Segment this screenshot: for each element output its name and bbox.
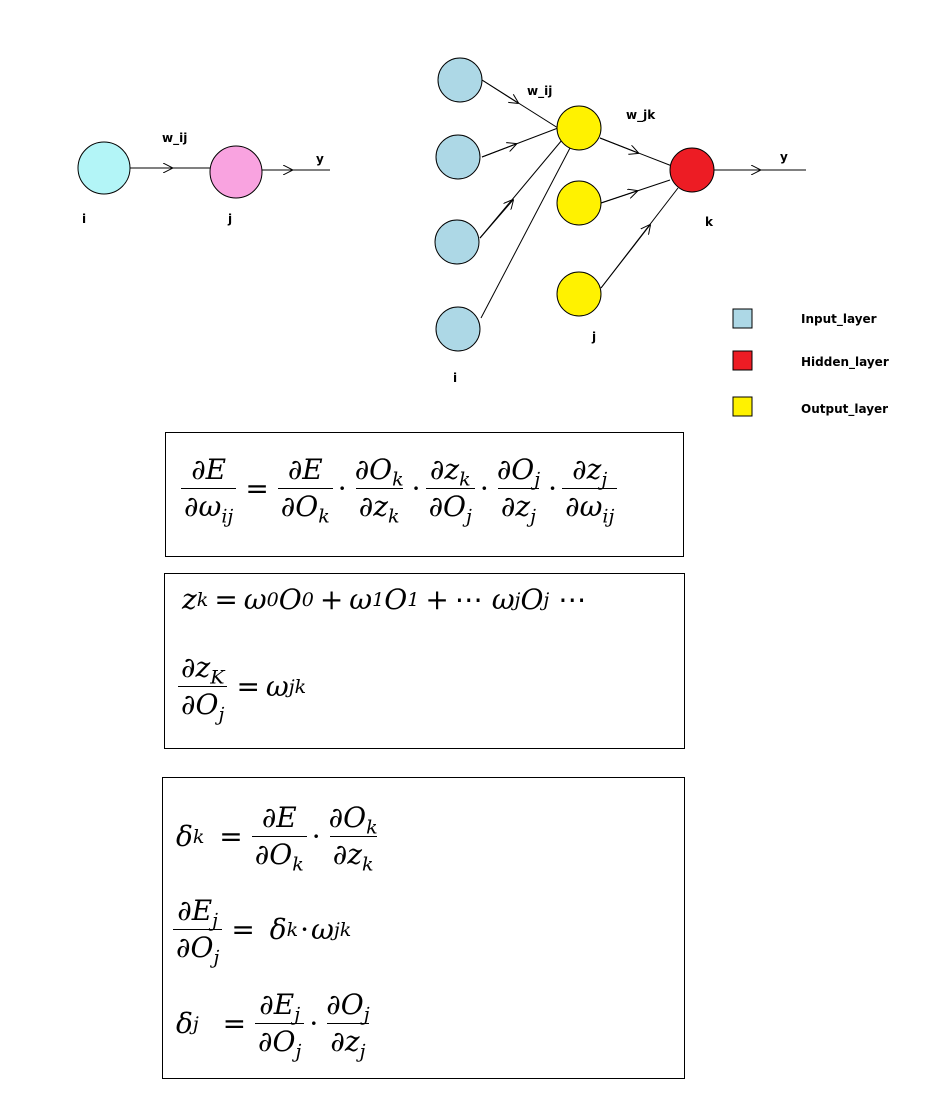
input-node-1 bbox=[437, 57, 483, 103]
fraction: ∂zj∂ωij bbox=[562, 452, 618, 526]
hidden-node-1 bbox=[556, 105, 602, 151]
chain-rule-box bbox=[165, 432, 684, 557]
simple-node-i bbox=[77, 141, 131, 195]
edge-h1-k-arrow bbox=[599, 137, 638, 153]
legend-label-output: Output_layer bbox=[801, 402, 888, 417]
simple-output-label: y bbox=[316, 152, 324, 166]
input-layer-label: i bbox=[453, 371, 457, 385]
fraction: ∂E∂Ok bbox=[251, 800, 307, 874]
weight-ij-label: w_ij bbox=[527, 84, 552, 99]
simple-node-j bbox=[209, 145, 263, 199]
weight-jk-label: w_jk bbox=[626, 108, 656, 123]
simple-network: w_ij y i j bbox=[77, 131, 330, 226]
legend-swatch-hidden bbox=[732, 350, 753, 371]
fraction: ∂Ok∂zk bbox=[328, 801, 378, 876]
fraction: ∂zK∂Oj bbox=[178, 650, 228, 724]
simple-node-i-label: i bbox=[82, 212, 86, 226]
fraction: ∂Ej∂Oj bbox=[255, 987, 305, 1061]
fraction: ∂Ej∂Oj bbox=[173, 893, 223, 967]
fraction: ∂Oj∂zj bbox=[326, 988, 370, 1063]
legend-swatch-output bbox=[732, 396, 753, 417]
legend: Input_layer Hidden_layer Output_layer bbox=[732, 308, 889, 417]
hidden-node-3 bbox=[556, 271, 602, 317]
full-network: w_ij w_jk y i j k bbox=[434, 57, 806, 385]
input-node-2 bbox=[435, 134, 481, 180]
full-output-label: y bbox=[780, 150, 788, 164]
edge-h2-k-arrow bbox=[600, 191, 637, 204]
network-diagrams: w_ij y i j w_ij w_jk y i j bbox=[77, 57, 889, 417]
fraction: ∂zk∂Oj bbox=[425, 452, 475, 526]
simple-node-j-label: j bbox=[227, 212, 232, 226]
output-node-label: k bbox=[705, 215, 714, 229]
delta-box bbox=[162, 777, 685, 1079]
fraction: ∂E∂Ok bbox=[277, 452, 333, 526]
hidden-node-2 bbox=[556, 180, 602, 226]
edge-i4-h bbox=[480, 147, 571, 319]
edge-i3-h-arrow bbox=[479, 200, 513, 239]
zk-box bbox=[164, 573, 685, 749]
edge-h3-k-arrow bbox=[600, 225, 650, 289]
legend-label-input: Input_layer bbox=[801, 312, 877, 327]
fraction: ∂Ok∂zk bbox=[354, 453, 404, 528]
output-node-k bbox=[669, 147, 715, 193]
edge-i2-h-arrow bbox=[481, 144, 516, 158]
input-node-3 bbox=[434, 219, 480, 265]
chain-rule-equation: ∂E∂ωij = ∂E∂Ok · ∂Ok∂zk · ∂zk∂Oj · ∂Oj∂z… bbox=[178, 452, 620, 528]
legend-label-hidden: Hidden_layer bbox=[801, 355, 889, 370]
input-node-4 bbox=[435, 306, 481, 352]
hidden-layer-label: j bbox=[591, 330, 596, 344]
fraction: ∂E∂ωij bbox=[181, 452, 237, 526]
legend-swatch-input bbox=[732, 308, 753, 329]
simple-weight-label: w_ij bbox=[162, 131, 187, 146]
edge-i1-h-arrow bbox=[481, 79, 518, 103]
fraction: ∂Oj∂zj bbox=[496, 453, 541, 528]
